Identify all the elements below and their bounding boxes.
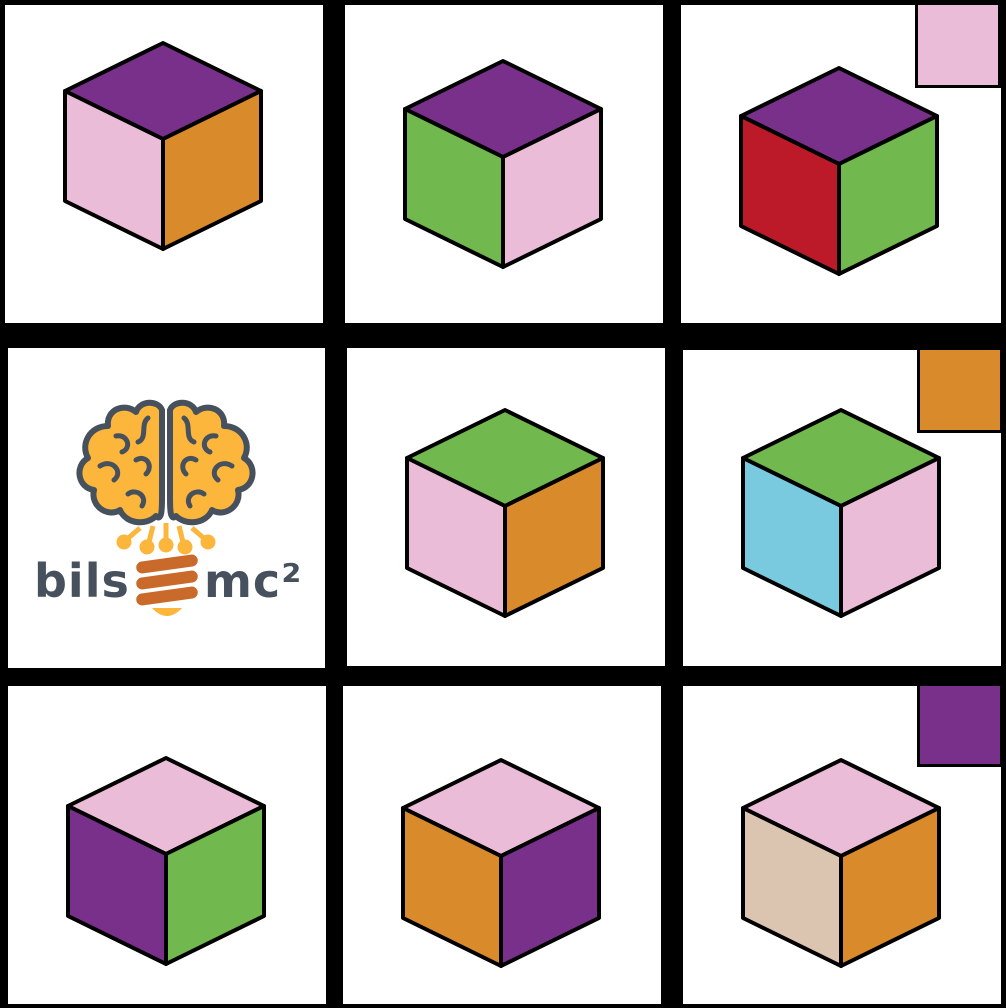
corner-swatch-9 [917, 686, 1001, 767]
cube-right-face [499, 806, 601, 968]
corner-swatch-6 [917, 350, 1001, 433]
cube-right-face [164, 804, 266, 966]
cube-right-face [503, 456, 605, 618]
tile-logo: bils mc² [8, 348, 325, 668]
cube-right-face [839, 806, 941, 968]
cube-right-face [837, 114, 939, 276]
cube-5 [405, 408, 605, 618]
tile-6[interactable] [683, 350, 1001, 666]
cube-9 [741, 758, 941, 968]
cube-right-face [501, 107, 603, 269]
cube-7 [66, 756, 266, 966]
cube-6 [741, 408, 941, 618]
cube-8 [401, 758, 601, 968]
cube-right-face [839, 456, 941, 618]
tile-5[interactable] [347, 348, 665, 666]
cube-3 [739, 66, 939, 276]
logo-word-left: bils [34, 554, 130, 608]
cube-1 [63, 41, 263, 251]
corner-swatch-3 [915, 5, 1001, 88]
tile-1[interactable] [5, 5, 323, 323]
cube-2 [403, 59, 603, 269]
logo-word-right: mc² [204, 554, 303, 608]
tile-2[interactable] [345, 5, 663, 323]
tile-3[interactable] [681, 5, 1001, 323]
brain-bulb-logo-icon [76, 399, 256, 616]
tile-8[interactable] [343, 686, 661, 1004]
tile-9[interactable] [683, 686, 1001, 1004]
cube-right-face [161, 89, 263, 251]
tile-7[interactable] [8, 686, 326, 1004]
